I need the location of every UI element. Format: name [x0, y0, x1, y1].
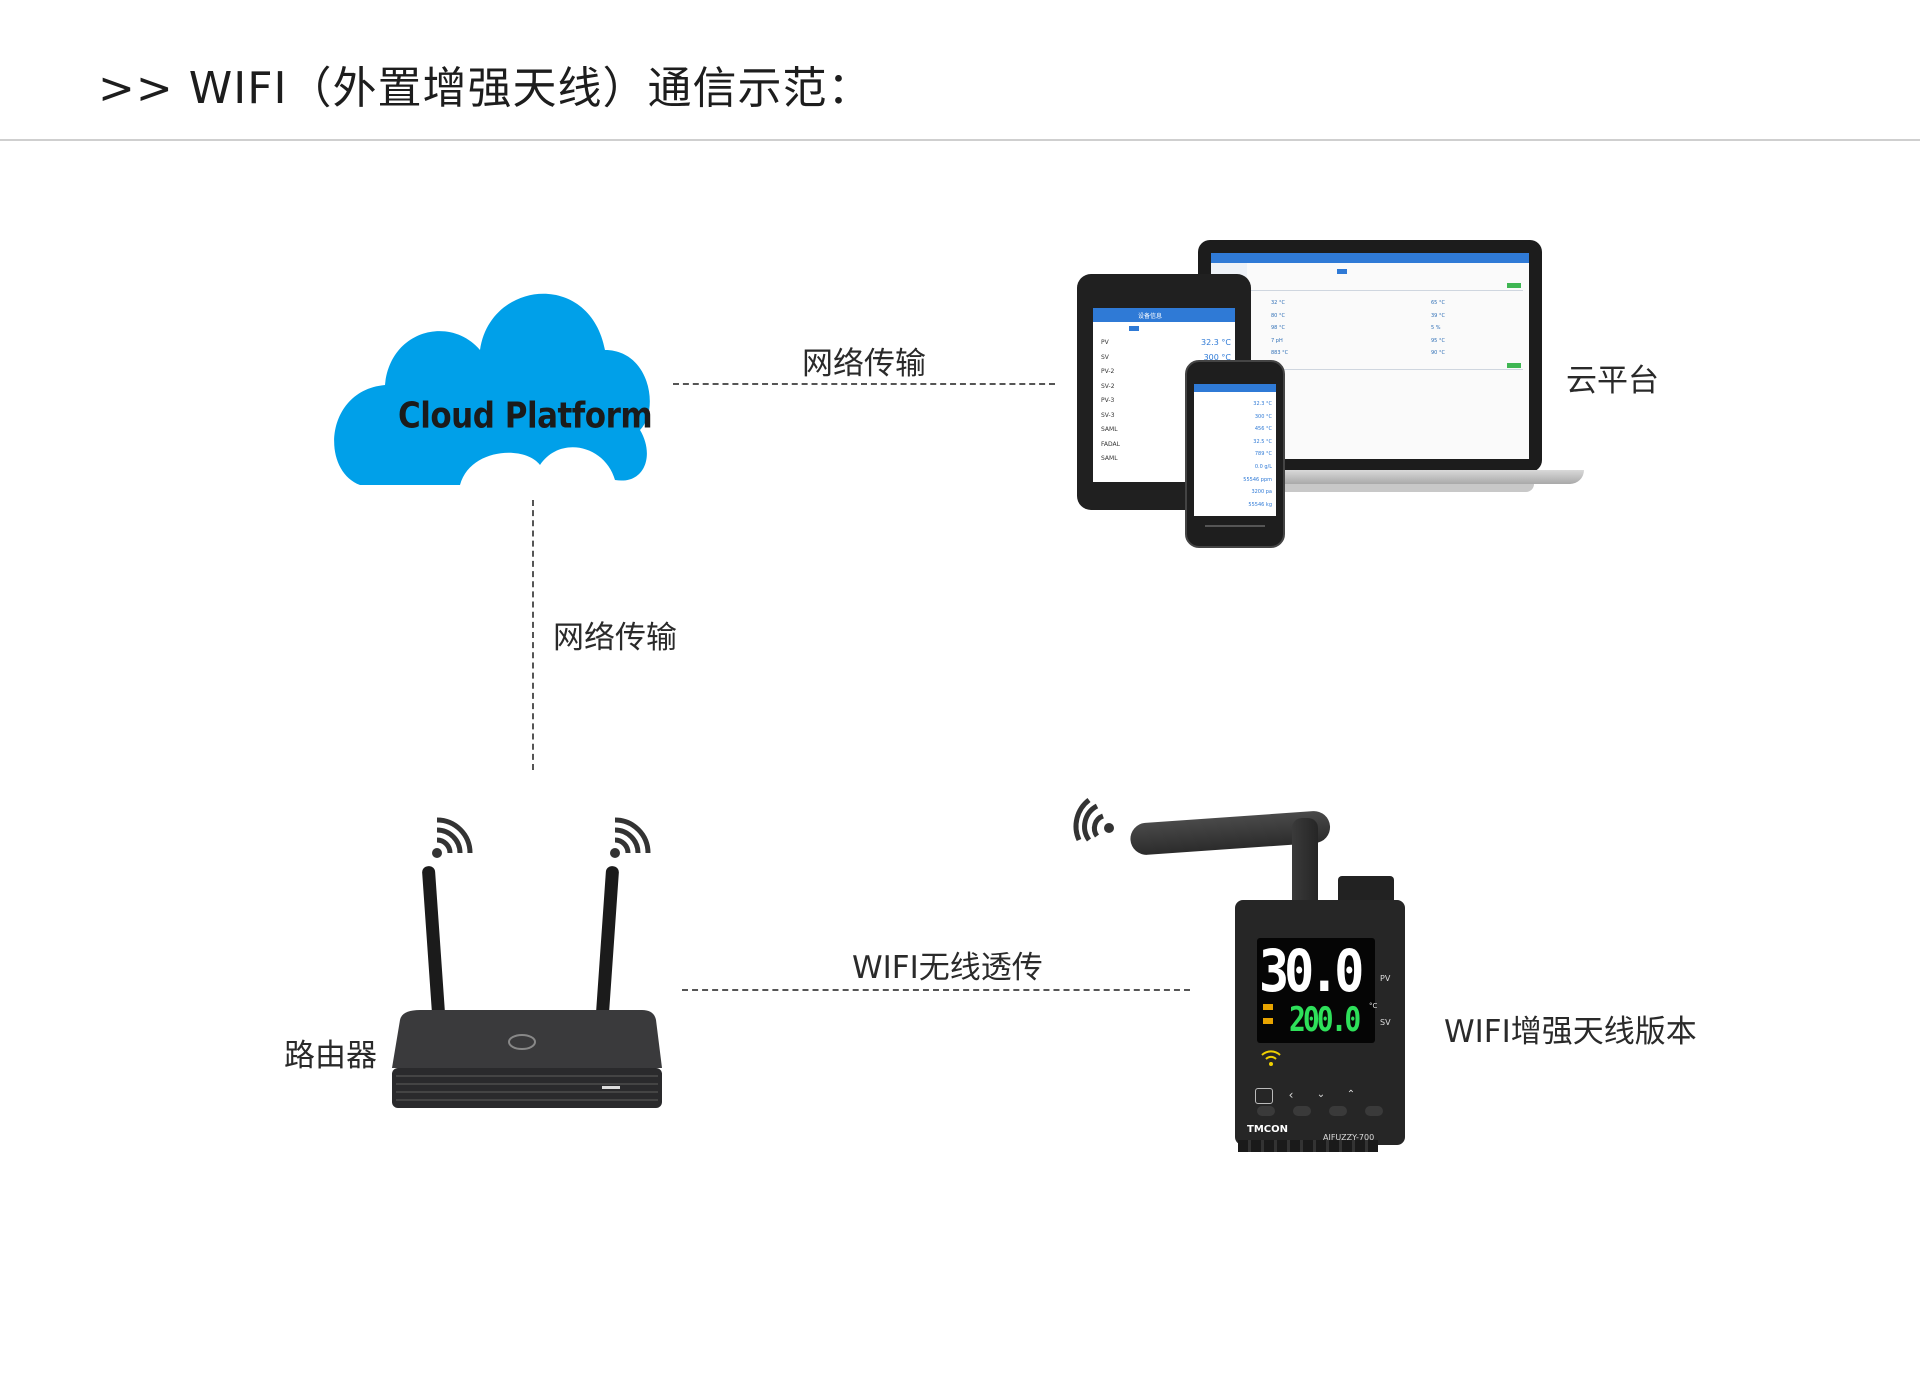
header-divider: [0, 139, 1920, 141]
up-button[interactable]: ⌃: [1346, 1089, 1356, 1100]
link-label-cloud-router: 网络传输: [553, 620, 677, 656]
laptop: 32 °C 80 °C 98 °C 7 pH 883 °C 65 °C 39 °…: [1198, 240, 1542, 472]
tablet-row-tag: PV-3: [1101, 397, 1115, 404]
phone-row-value: 0.0 g/L: [1254, 463, 1272, 470]
wifi-signal-icon: [610, 817, 651, 858]
laptop-value: 90 °C: [1431, 350, 1445, 356]
tablet-row-tag: SAML: [1101, 455, 1118, 462]
laptop-value: 883 °C: [1271, 350, 1289, 356]
phone-row-value: 55546 ppm: [1243, 476, 1272, 483]
laptop-base-shadow: [1200, 484, 1534, 492]
laptop-value: 95 °C: [1431, 337, 1445, 344]
link-label-cloud-devices: 网络传输: [802, 346, 926, 382]
laptop-value: 5 %: [1431, 325, 1441, 331]
pv-display: 30.0: [1259, 938, 1364, 1005]
alarm-indicator: [1263, 1018, 1273, 1024]
tablet-row-tag: FADAL: [1101, 440, 1120, 448]
phone-row-value: 456 °C: [1254, 426, 1272, 433]
function-button[interactable]: [1255, 1088, 1273, 1104]
wifi-status-icon: [1261, 1050, 1281, 1066]
phone-row-value: 32.5 °C: [1253, 438, 1272, 445]
tablet-row-tag: SAML: [1101, 426, 1118, 433]
brand-logo: TMCON: [1247, 1124, 1288, 1135]
tablet-row-tag: SV: [1101, 353, 1109, 361]
tablet-row-value: 32.3 °C: [1201, 338, 1231, 347]
cloud-label: Cloud Platform: [398, 395, 653, 437]
button-row: [1257, 1106, 1383, 1116]
down-button[interactable]: ⌄: [1316, 1089, 1326, 1100]
phone-row-value: 32.3 °C: [1253, 401, 1272, 407]
phone: 32.3 °C 300 °C 456 °C 32.5 °C 789 °C 0.0…: [1185, 360, 1285, 548]
laptop-value: 98 °C: [1271, 325, 1285, 331]
connector-router-controller: [682, 989, 1190, 991]
laptop-value: 39 °C: [1431, 312, 1445, 319]
tablet-row-tag: SV-3: [1101, 411, 1115, 419]
router-body: [392, 1010, 662, 1108]
laptop-value: 65 °C: [1431, 300, 1445, 306]
left-button[interactable]: ‹: [1288, 1088, 1294, 1102]
tablet-screen-header: 设备信息: [1138, 313, 1163, 320]
sv-tag: SV: [1380, 1018, 1391, 1027]
laptop-value: 32 °C: [1271, 300, 1285, 306]
tablet-row-tag: PV-2: [1101, 368, 1115, 375]
phone-row-value: 55546 kg: [1248, 501, 1272, 508]
phone-row-value: 789 °C: [1254, 451, 1272, 458]
page-title: >> WIFI（外置增强天线）通信示范：: [98, 63, 873, 114]
devices-label: 云平台: [1566, 363, 1659, 399]
model-label: AIFUZZY-700: [1323, 1133, 1375, 1142]
wifi-signal-icon: [432, 817, 473, 858]
out-indicator: [1263, 1004, 1273, 1010]
controller-bottom-terminals: [1238, 1140, 1378, 1152]
phone-row-value: 300 °C: [1254, 413, 1272, 420]
wifi-signal-icon: [1073, 798, 1114, 842]
connector-cloud-router: [532, 500, 534, 770]
cloud-icon: [334, 293, 650, 485]
connector-cloud-devices: [673, 383, 1055, 385]
controller-label: WIFI增强天线版本: [1444, 1014, 1697, 1050]
laptop-value: 7 pH: [1271, 337, 1283, 344]
unit-tag: °C: [1369, 1002, 1378, 1010]
tablet-row-tag: SV-2: [1101, 382, 1115, 390]
sv-display: 200.0: [1289, 1000, 1361, 1040]
tablet-row-value: 300 °C: [1203, 352, 1231, 362]
link-label-router-controller: WIFI无线透传: [852, 950, 1043, 986]
pv-tag: PV: [1380, 974, 1391, 983]
router-label: 路由器: [284, 1038, 377, 1074]
phone-row-value: 3200 pa: [1251, 489, 1272, 496]
tablet-row-tag: PV: [1101, 339, 1109, 346]
laptop-value: 80 °C: [1271, 312, 1285, 319]
phone-screen: 32.3 °C 300 °C 456 °C 32.5 °C 789 °C 0.0…: [1194, 384, 1276, 516]
controller-display: 30.0 200.0: [1257, 938, 1375, 1043]
temperature-controller: 30.0 200.0 PV °C SV ‹ ⌄ ⌃ TMCON AIFUZZY-…: [1235, 900, 1405, 1145]
